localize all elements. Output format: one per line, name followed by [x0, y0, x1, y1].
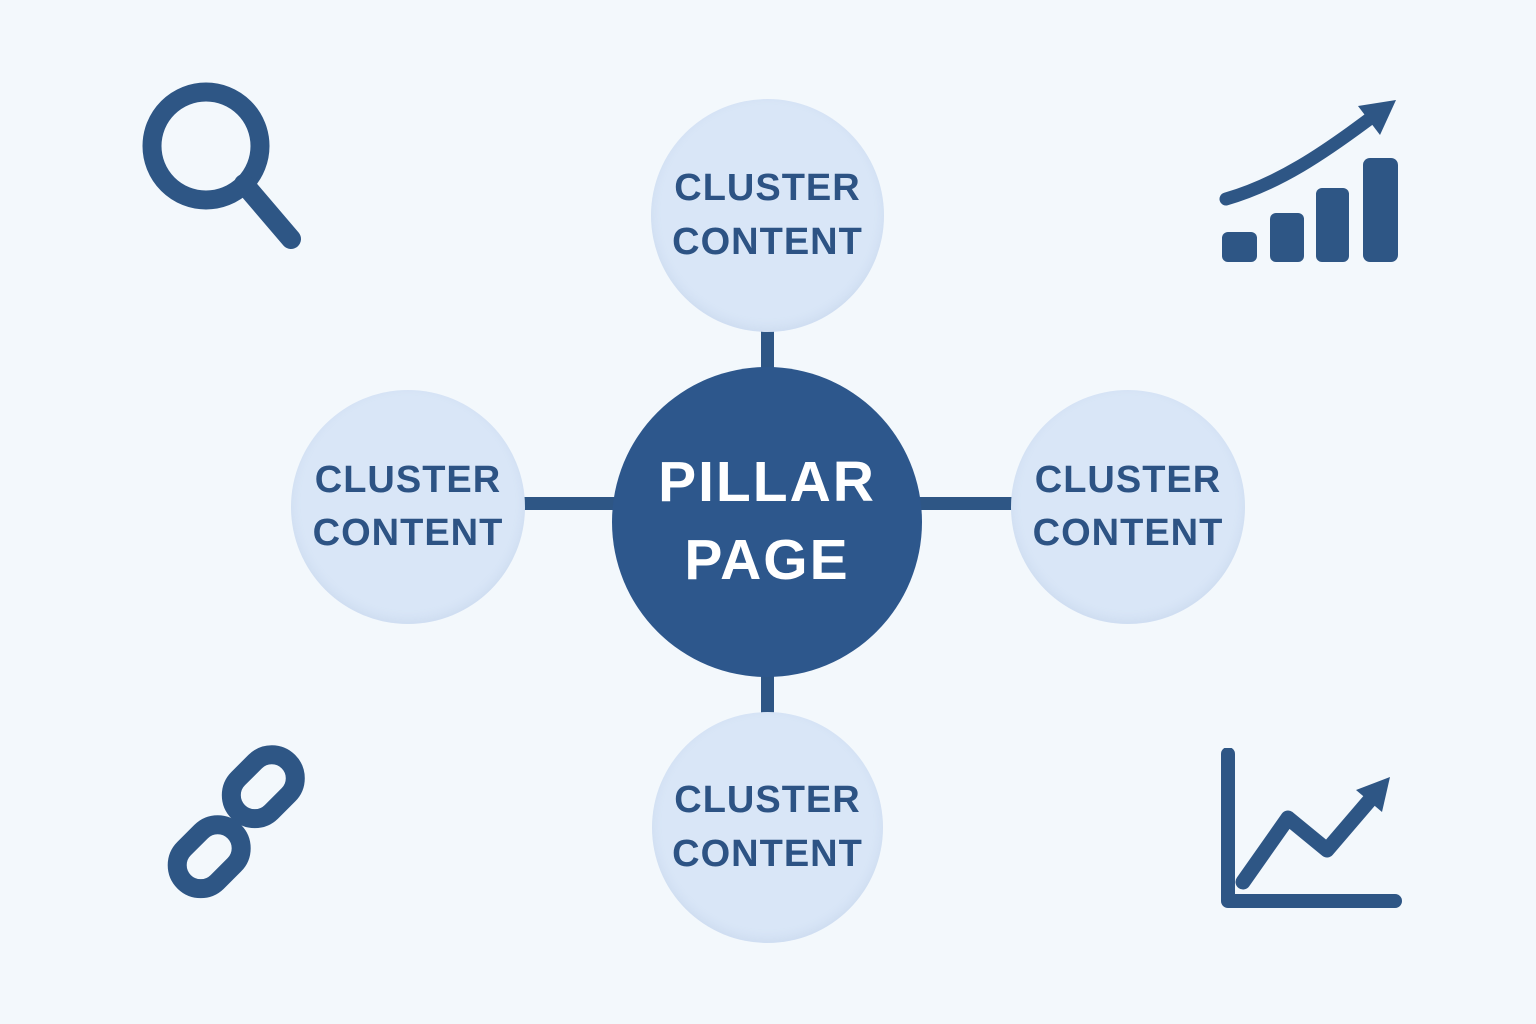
connector-left	[512, 497, 622, 510]
cluster-label: CLUSTER CONTENT	[1032, 458, 1224, 554]
connector-bottom	[761, 665, 774, 723]
cluster-label: CLUSTER CONTENT	[672, 779, 863, 875]
cluster-label: CLUSTER CONTENT	[312, 458, 504, 554]
pillar-node: PILLAR PAGE	[612, 367, 922, 677]
cluster-node-left: CLUSTER CONTENT	[291, 390, 525, 624]
pillar-label: PILLAR PAGE	[658, 450, 876, 592]
cluster-node-top: CLUSTER CONTENT	[651, 99, 884, 332]
line-chart-growth-icon	[1221, 748, 1402, 908]
chain-link-icon	[167, 745, 305, 899]
bar-chart-growth-icon	[1219, 100, 1398, 262]
cluster-node-right: CLUSTER CONTENT	[1011, 390, 1245, 624]
connector-right	[912, 497, 1022, 510]
connector-top	[761, 325, 774, 380]
search-icon	[142, 82, 301, 249]
cluster-node-bottom: CLUSTER CONTENT	[652, 712, 883, 943]
cluster-label: CLUSTER CONTENT	[672, 167, 863, 263]
